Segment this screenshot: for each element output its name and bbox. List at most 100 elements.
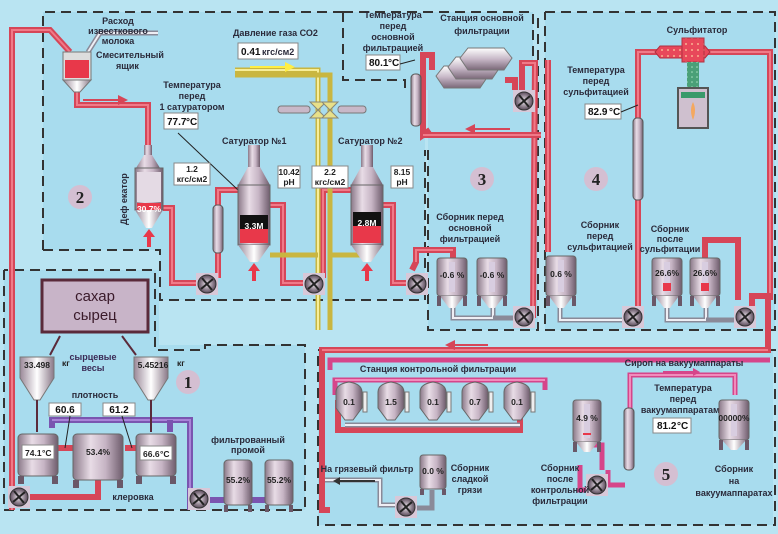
saturator-2-level: 2.8M bbox=[358, 218, 377, 228]
saturator-2-pressure-unit: кгс/см2 bbox=[315, 177, 346, 187]
saturator-1[interactable] bbox=[237, 145, 271, 281]
filtered-wash-label-1: фильтрованный bbox=[211, 435, 285, 445]
co2-valve-1[interactable] bbox=[308, 101, 328, 119]
heater-vac bbox=[623, 407, 635, 471]
collector-after-sulf-tank-2[interactable] bbox=[689, 257, 721, 308]
pump[interactable] bbox=[303, 273, 325, 295]
sweet-mud-label-1: Сборник bbox=[451, 463, 490, 473]
wash-tank-2[interactable] bbox=[264, 459, 294, 512]
temp-sat1-unit: °C bbox=[186, 117, 197, 128]
saturator-2-ph-value: 8.15 bbox=[394, 167, 411, 177]
control-filter[interactable]: 0.7 bbox=[461, 381, 494, 421]
control-filter[interactable]: 0.1 bbox=[335, 381, 368, 421]
pump[interactable] bbox=[734, 306, 756, 328]
pump[interactable] bbox=[622, 306, 644, 328]
temp-main-filt-label-4: фильтрацией bbox=[363, 43, 423, 53]
collector-3-tank-2[interactable] bbox=[476, 257, 508, 308]
clarification-tank-2[interactable] bbox=[72, 433, 124, 488]
saturator-1-ph-unit: pH bbox=[283, 177, 294, 187]
collector-after-sulf-tank-2-level: 26.6% bbox=[693, 268, 718, 278]
mixing-box[interactable] bbox=[61, 51, 93, 93]
pump[interactable] bbox=[395, 496, 417, 518]
temp-main-filt-display bbox=[365, 54, 401, 71]
temp-main-filt-value: 80.1 bbox=[369, 58, 389, 69]
zone-5-number: 5 bbox=[662, 465, 671, 484]
main-filters[interactable] bbox=[435, 47, 513, 89]
pump[interactable] bbox=[196, 273, 218, 295]
zone-1: сахар сырец 33.498 кг сырцевые весы 5.45… bbox=[17, 278, 294, 512]
after-control-label-3: контрольной bbox=[531, 485, 589, 495]
collector-before-sulf-level: 0.6 % bbox=[550, 269, 572, 279]
sweet-mud-label-2: сладкой bbox=[452, 474, 489, 484]
tank-1-temp-value: 74.1 bbox=[25, 448, 42, 458]
control-filter[interactable]: 0.1 bbox=[503, 381, 536, 421]
mixing-box-label-2: ящик bbox=[116, 61, 139, 71]
sulfitator[interactable] bbox=[654, 37, 711, 129]
wash-tank-2-level: 55.2% bbox=[267, 475, 292, 485]
saturator-1-ph-value: 10.42 bbox=[278, 167, 300, 177]
control-filter[interactable]: 0.1 bbox=[419, 381, 452, 421]
scale-2-unit: кг bbox=[177, 358, 185, 368]
zone-2: Расход известкового молока Смесительный … bbox=[61, 16, 414, 281]
temp-main-filt-label-3: основной bbox=[371, 32, 414, 42]
pump[interactable] bbox=[188, 488, 210, 510]
sweet-mud-collector[interactable] bbox=[419, 454, 447, 495]
to-mud-filter-label: На грязевый фильтр bbox=[321, 464, 414, 474]
zone-4: Сульфитатор Температура перед сульфитаци… bbox=[545, 25, 728, 308]
co2-valve-2[interactable] bbox=[320, 101, 340, 119]
tank-1-temp-display bbox=[21, 444, 55, 460]
temp-sulf-label-2: перед bbox=[583, 76, 610, 86]
scale-hopper-1[interactable] bbox=[19, 356, 55, 401]
main-filtration-label-2: фильтрации bbox=[454, 26, 509, 36]
control-filter[interactable]: 1.5 bbox=[377, 381, 410, 421]
collector-after-sulf-label-3: сульфитации bbox=[640, 244, 701, 254]
heater-sulf bbox=[632, 117, 644, 201]
temp-sulf-label-1: Температура bbox=[567, 65, 626, 75]
scale-hopper-2[interactable] bbox=[133, 356, 169, 401]
vacuum-collector[interactable] bbox=[718, 399, 750, 450]
saturator-1-pressure-unit: кгс/см2 bbox=[177, 174, 208, 184]
zone-2-number: 2 bbox=[76, 188, 85, 207]
scale-2-value: 5.45216 bbox=[138, 360, 169, 370]
collector-after-sulf-tank-1[interactable] bbox=[651, 257, 683, 308]
control-filter-value: 0.1 bbox=[427, 397, 439, 407]
vacuum-collector-label-2: на bbox=[729, 476, 740, 486]
density-2-display bbox=[102, 402, 136, 417]
saturator-1-level: 3.3M bbox=[245, 221, 264, 231]
collector-3-tank-1[interactable] bbox=[436, 257, 468, 308]
after-control-collector[interactable] bbox=[572, 399, 602, 452]
defecator[interactable] bbox=[134, 145, 164, 247]
saturator-2[interactable] bbox=[350, 145, 384, 281]
collector-3-label-2: основной bbox=[448, 223, 491, 233]
pumps bbox=[8, 90, 756, 518]
collector-before-sulf-tank[interactable] bbox=[545, 255, 577, 308]
tank-2-level: 53.4% bbox=[86, 447, 111, 457]
wash-tank-1-level: 55.2% bbox=[226, 475, 251, 485]
saturator-2-pressure-display bbox=[311, 165, 349, 189]
pump[interactable] bbox=[513, 306, 535, 328]
collector-after-sulf-label-2: после bbox=[657, 234, 683, 244]
wash-tank-1[interactable] bbox=[223, 459, 253, 512]
temp-sat1-label-1: Температура bbox=[163, 80, 222, 90]
raw-sugar-bin[interactable] bbox=[40, 278, 150, 334]
saturator-2-ph-unit: pH bbox=[396, 177, 407, 187]
zone-3-badge bbox=[470, 167, 494, 191]
pump[interactable] bbox=[8, 486, 30, 508]
co2-pressure-unit: кгс/см2 bbox=[262, 47, 294, 57]
zone-1-number: 1 bbox=[184, 373, 193, 392]
co2-pressure-display bbox=[237, 42, 299, 60]
control-filter-value: 0.1 bbox=[511, 397, 523, 407]
tank-3-temp-unit: °C bbox=[160, 449, 170, 459]
tank-1-temp-unit: °C bbox=[42, 448, 52, 458]
defecator-label: Деф екатор bbox=[119, 173, 129, 225]
pump[interactable] bbox=[586, 474, 608, 496]
collector-before-sulf-label-1: Сборник bbox=[581, 220, 620, 230]
saturator-1-pressure-value: 1.2 bbox=[186, 164, 198, 174]
after-control-level: 4.9 % bbox=[576, 413, 598, 423]
pump[interactable] bbox=[513, 90, 535, 112]
density-2-value: 61.2 bbox=[109, 405, 129, 416]
temp-vac-display bbox=[652, 417, 692, 434]
pump[interactable] bbox=[406, 273, 428, 295]
